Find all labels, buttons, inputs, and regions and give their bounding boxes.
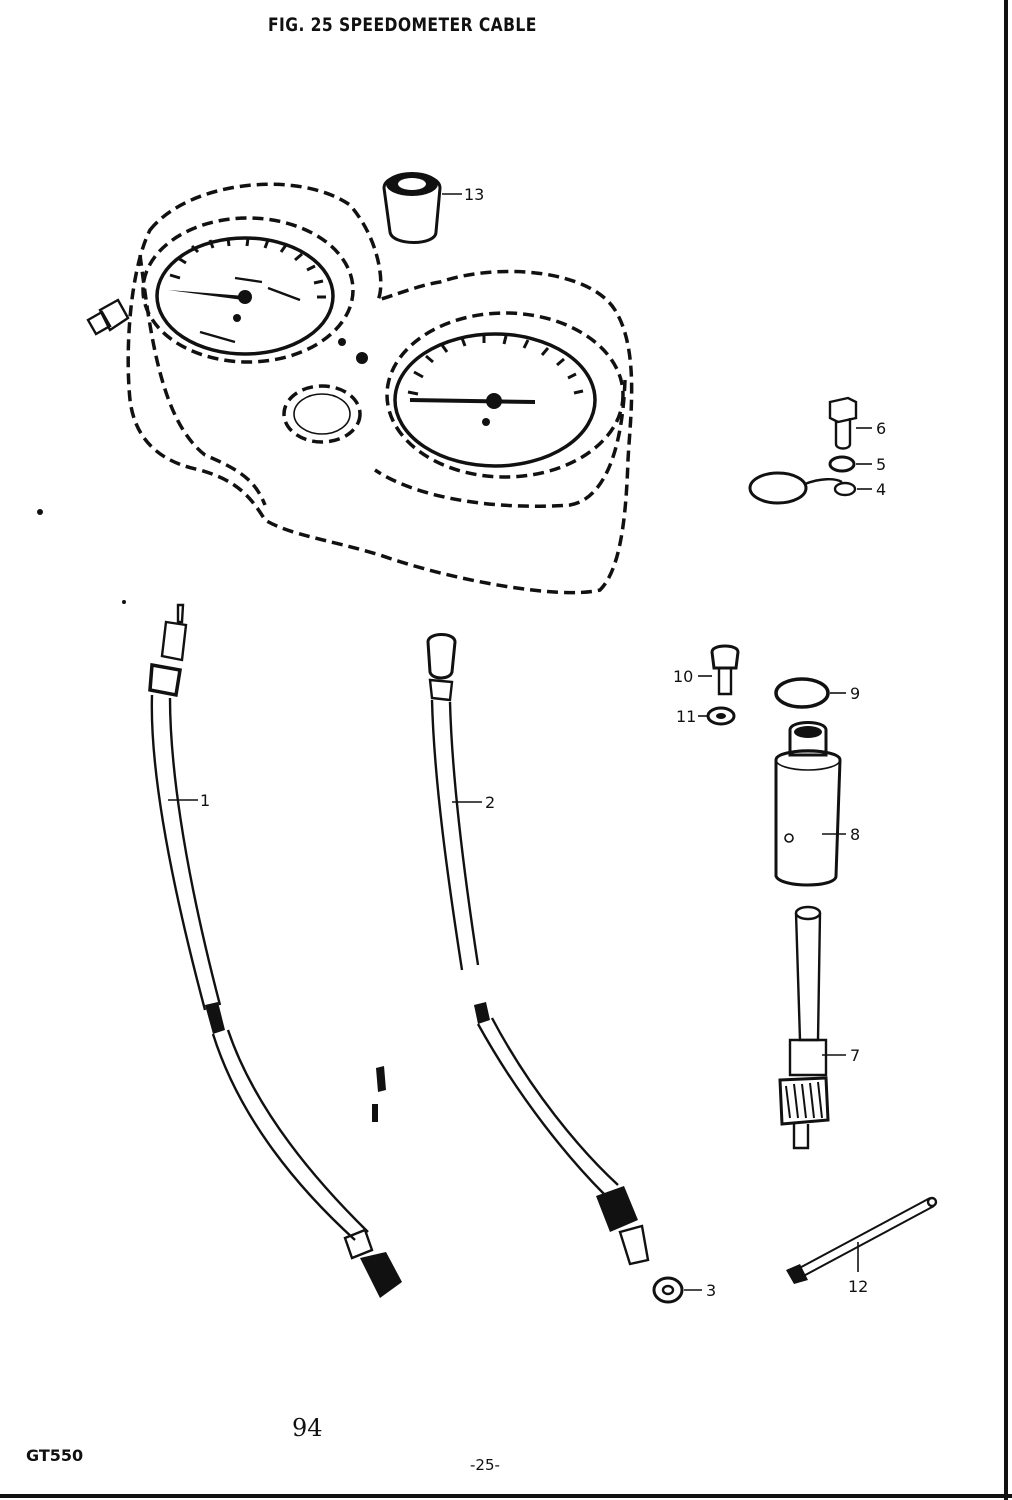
part-12-inner-cable bbox=[786, 1196, 938, 1284]
callout-8: 8 bbox=[850, 825, 860, 844]
handwritten-number: 94 bbox=[292, 1414, 323, 1442]
callout-11: 11 bbox=[676, 707, 696, 726]
callout-9: 9 bbox=[850, 684, 860, 703]
meter-cluster-housing bbox=[86, 182, 634, 595]
part-6-bolt bbox=[828, 396, 872, 450]
part-7-gear-shaft bbox=[778, 905, 846, 1150]
page-border-bottom bbox=[0, 1494, 1012, 1498]
model-code: GT550 bbox=[26, 1446, 84, 1465]
callout-7: 7 bbox=[850, 1046, 860, 1065]
part-5-washer bbox=[828, 455, 872, 473]
callout-5: 5 bbox=[876, 455, 886, 474]
callout-4: 4 bbox=[876, 480, 886, 499]
part-8-housing bbox=[774, 721, 846, 887]
callout-6: 6 bbox=[876, 419, 886, 438]
callout-12: 12 bbox=[848, 1277, 868, 1296]
part-1-cable bbox=[148, 603, 402, 1298]
part-11-washer bbox=[698, 706, 736, 726]
part-4-ring bbox=[748, 471, 872, 505]
part-2-cable bbox=[426, 633, 650, 1266]
page-border-right bbox=[1004, 0, 1008, 1500]
part-9-oring bbox=[774, 677, 846, 709]
callout-13: 13 bbox=[464, 185, 484, 204]
callout-2: 2 bbox=[485, 793, 495, 812]
part-13-cap bbox=[382, 172, 462, 244]
callout-1: 1 bbox=[200, 791, 210, 810]
callout-10: 10 bbox=[673, 667, 693, 686]
tachometer-gauge bbox=[141, 216, 355, 364]
part-10-bolt bbox=[698, 644, 740, 696]
speedometer-gauge bbox=[385, 311, 625, 479]
part-3-washer bbox=[652, 1276, 702, 1304]
callout-3: 3 bbox=[706, 1281, 716, 1300]
page-number: -25- bbox=[470, 1456, 500, 1474]
figure-title: FIG. 25 SPEEDOMETER CABLE bbox=[268, 14, 537, 36]
